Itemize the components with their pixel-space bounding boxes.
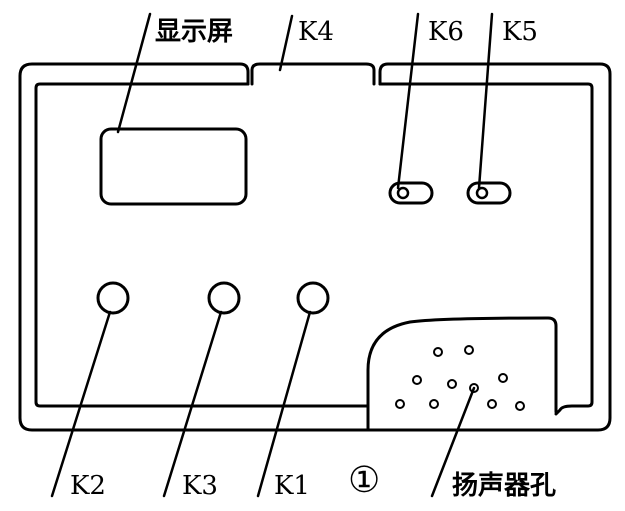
label-display: 显示屏 (155, 17, 233, 47)
k2-button (96, 281, 130, 315)
label-k4: K4 (298, 17, 334, 47)
k5-knob (475, 186, 489, 200)
leader-k3 (162, 310, 223, 498)
k3-button (207, 281, 241, 315)
leader-display (116, 12, 152, 134)
k1-button (296, 281, 330, 315)
case-inner-right (378, 82, 594, 416)
label-k1: K1 (274, 471, 310, 501)
speaker-holes (395, 345, 525, 411)
speaker-panel (366, 316, 558, 432)
k4-button (250, 62, 376, 86)
label-k2: K2 (70, 471, 106, 501)
leader-k6 (396, 12, 420, 190)
leader-k2 (50, 310, 112, 498)
k6-knob (396, 186, 410, 200)
case-inner (34, 82, 370, 408)
leader-k1 (256, 310, 312, 498)
case-outer-left (18, 62, 612, 432)
k6-switch (388, 181, 434, 205)
display-screen (99, 127, 248, 206)
label-speaker: 扬声器孔 (452, 471, 556, 501)
label-k3: K3 (182, 471, 218, 501)
leader-k4 (278, 14, 294, 72)
k5-switch (466, 181, 512, 205)
leader-lines (50, 12, 494, 498)
label-figure-number: ① (348, 460, 380, 501)
leader-k5 (477, 12, 494, 190)
leader-speaker (430, 386, 476, 498)
label-k5: K5 (502, 17, 538, 47)
label-k6: K6 (428, 17, 464, 47)
